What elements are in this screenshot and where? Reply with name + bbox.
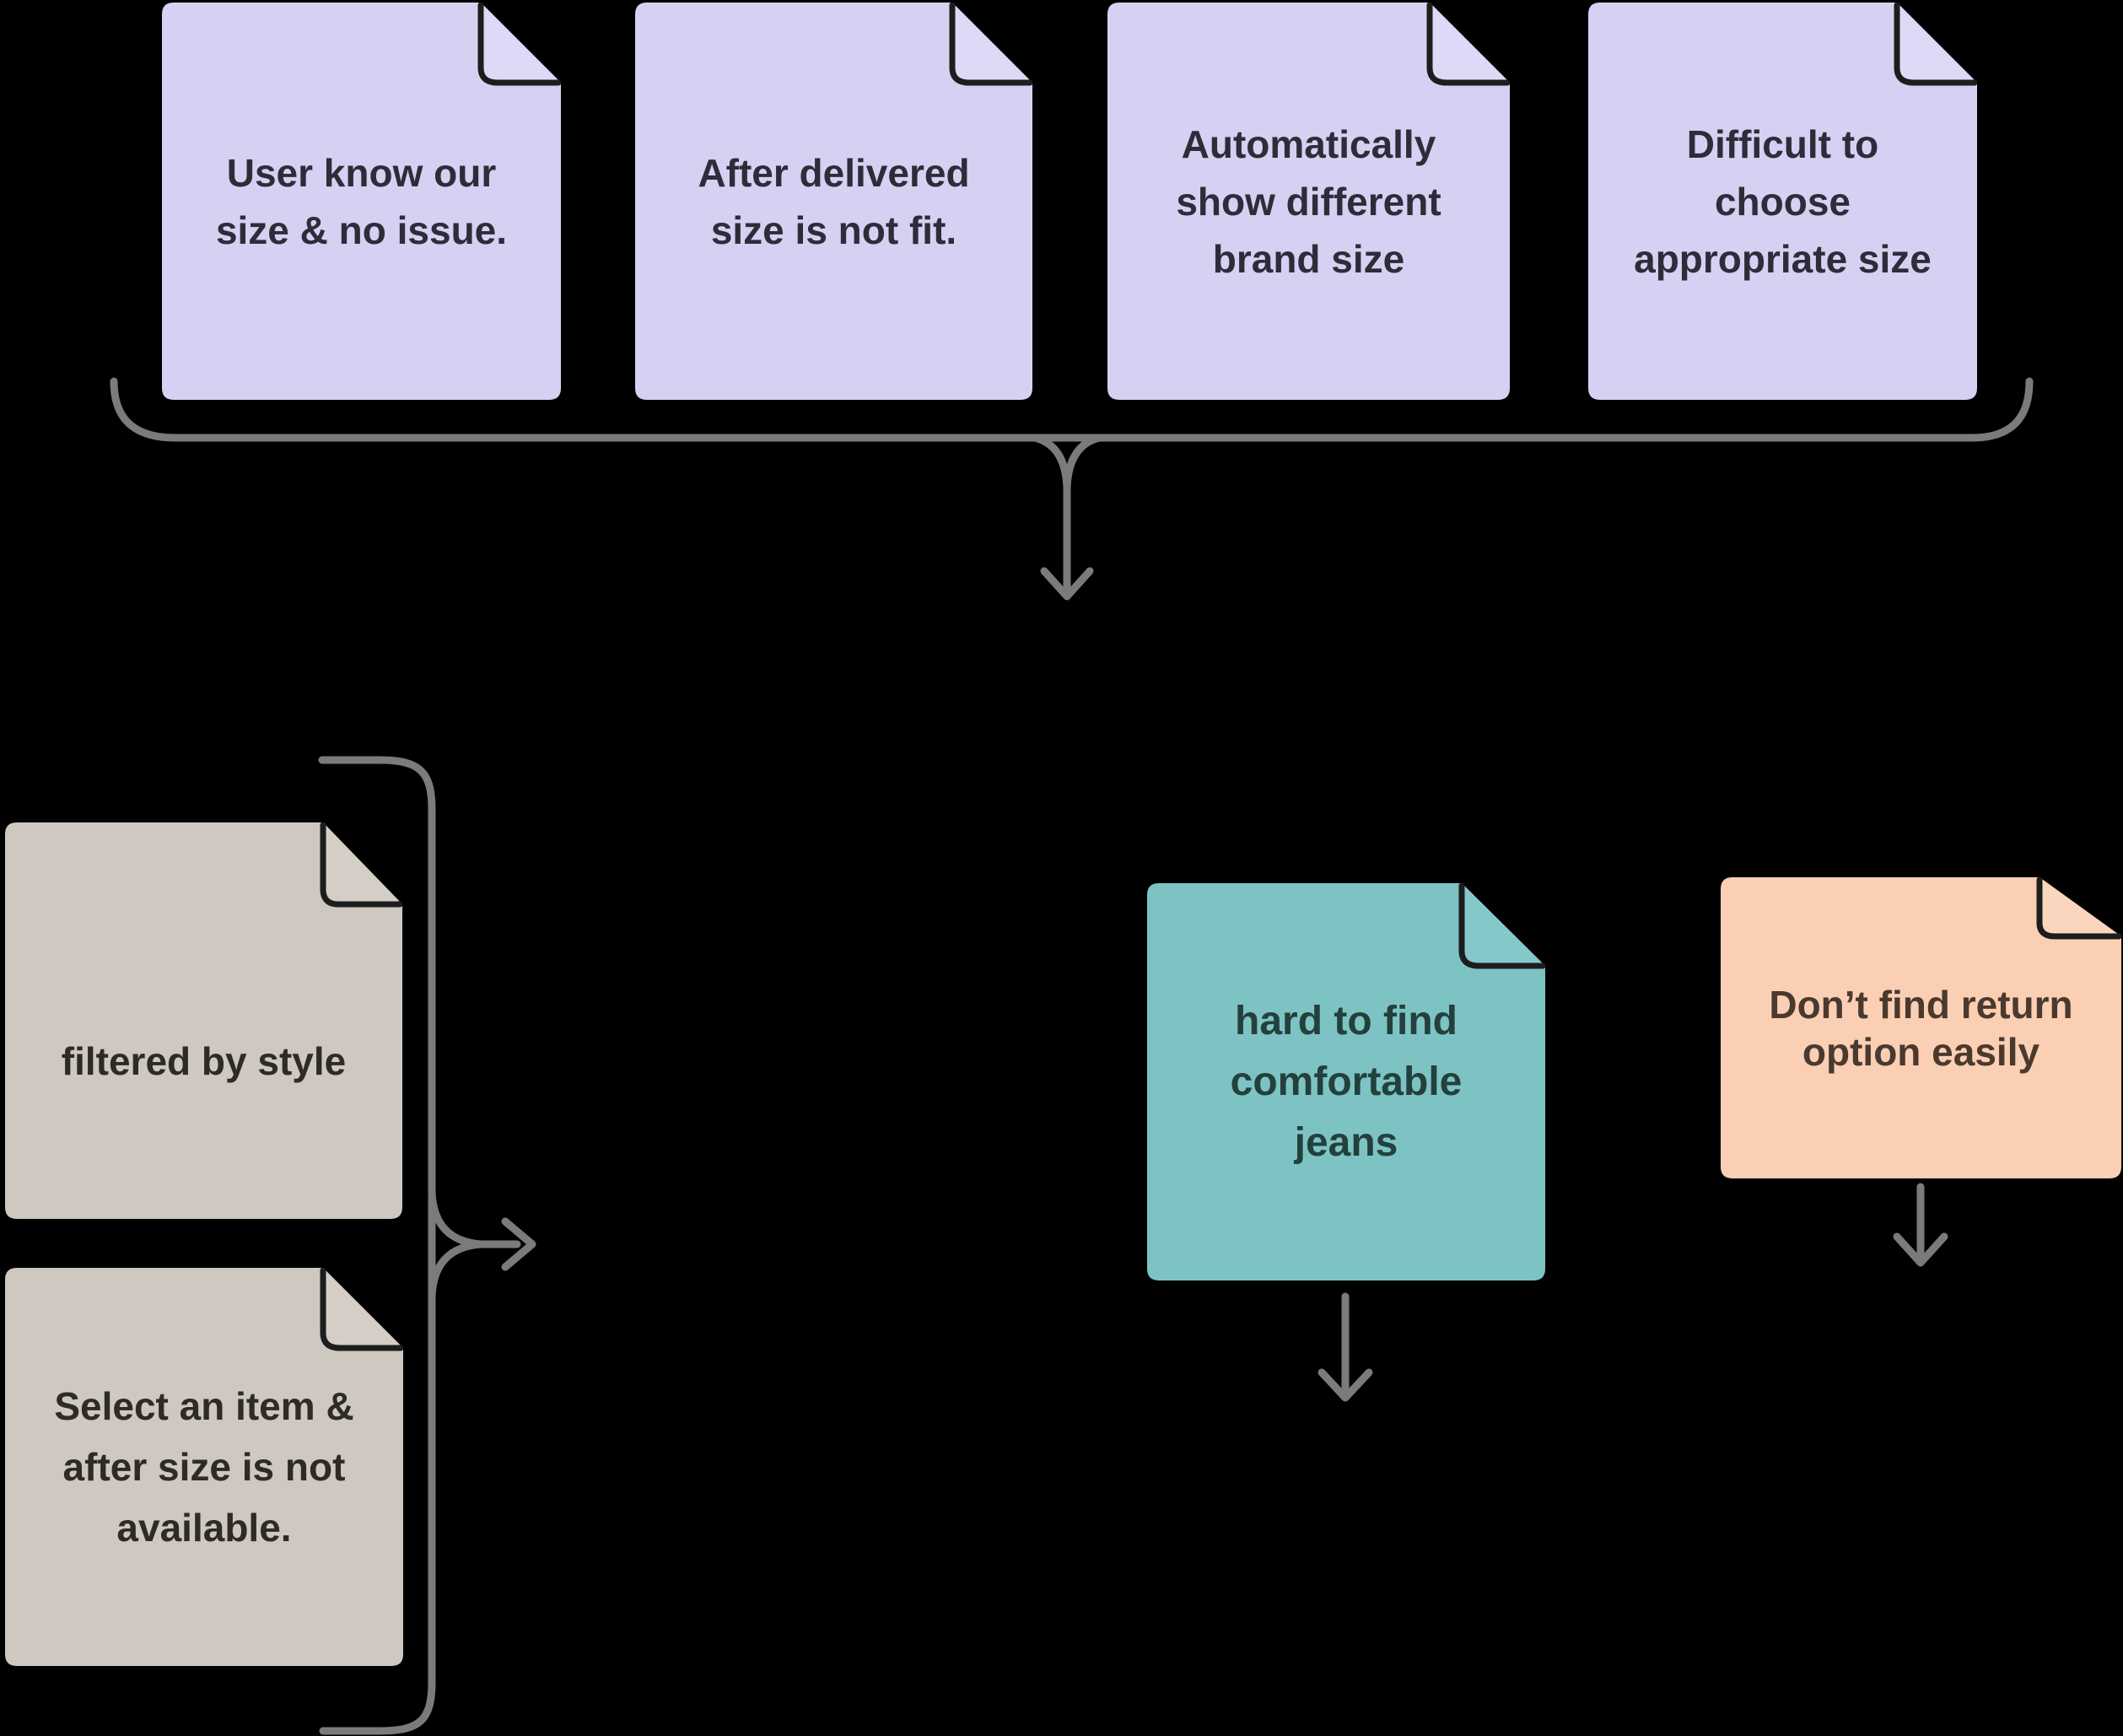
note-shape [1147, 883, 1545, 1280]
note-body [635, 3, 1032, 400]
folded-corner-edge [320, 822, 402, 908]
folded-corner-icon [1462, 883, 1545, 966]
note-text: filtered by style [61, 1039, 347, 1083]
folded-corner-icon [1897, 3, 1977, 83]
note-body [1147, 883, 1545, 1280]
folded-corner-edge [949, 3, 1032, 86]
sticky-note-auto-show-brand-size[interactable]: Automatically show different brand size [1107, 3, 1510, 400]
folded-corner-edge [477, 3, 561, 86]
folded-corner-icon [323, 822, 402, 904]
sticky-note-dont-find-return-option[interactable]: Don’t find return option easily [1721, 877, 2121, 1178]
note-shape [5, 1268, 403, 1666]
sticky-note-select-item-size-unavailable[interactable]: Select an item & after size is not avail… [5, 1268, 403, 1666]
note-body [5, 1268, 403, 1666]
note-text: Don’t find return option easily [1769, 982, 2073, 1074]
folded-corner-edge [2036, 877, 2121, 940]
note-text: Difficult to choose appropriate size [1634, 121, 1932, 281]
top-bracket-connector [110, 377, 2034, 601]
top-bracket-merge-right [1063, 434, 1103, 492]
folded-corner-edge [320, 1268, 403, 1351]
note-body [1588, 3, 1977, 400]
folded-corner-edge [1894, 3, 1977, 86]
note-body [162, 3, 561, 400]
top-bracket-merge-left [1031, 434, 1071, 593]
note-text: After delivered size is not fit. [698, 150, 970, 252]
sticky-note-hard-find-comfortable-jeans[interactable]: hard to find comfortable jeans [1147, 883, 1545, 1280]
folded-corner-edge [1458, 883, 1545, 969]
note-text: User know our size & no issue. [215, 150, 508, 252]
note-text: Select an item & after size is not avail… [54, 1384, 354, 1550]
note-shape [1107, 3, 1510, 400]
note-shape [1588, 3, 1977, 400]
folded-corner-icon [2039, 877, 2121, 936]
note-body [1721, 877, 2121, 1178]
sticky-note-user-know-size[interactable]: User know our size & no issue. [162, 3, 561, 400]
left-bracket-branch-bottom [428, 1240, 485, 1300]
note-text: Automatically show different brand size [1176, 121, 1441, 281]
note-shape [5, 822, 402, 1219]
note-body [5, 822, 402, 1219]
note-body [1107, 3, 1510, 400]
down-arrowhead-icon [1040, 567, 1094, 601]
folded-corner-icon [481, 3, 561, 83]
down-arrowhead-icon [1893, 1232, 1948, 1267]
sticky-note-filtered-by-style[interactable]: filtered by style [5, 822, 402, 1219]
down-arrowhead-icon [1317, 1368, 1373, 1402]
left-bracket-branch-top [428, 1189, 521, 1248]
note-text: hard to find comfortable jeans [1230, 998, 1463, 1165]
note-shape [162, 3, 561, 400]
folded-corner-icon [1430, 3, 1510, 83]
folded-corner-icon [952, 3, 1032, 83]
folded-corner-icon [323, 1268, 403, 1348]
sticky-note-delivered-size-not-fit[interactable]: After delivered size is not fit. [635, 3, 1032, 400]
right-arrowhead-icon [501, 1217, 536, 1271]
peach-note-down-arrow [1893, 1183, 1948, 1267]
note-shape [1721, 877, 2121, 1178]
sticky-note-difficult-choose-size[interactable]: Difficult to choose appropriate size [1588, 3, 1977, 400]
note-shape [635, 3, 1032, 400]
folded-corner-edge [1426, 3, 1510, 86]
teal-note-down-arrow [1317, 1292, 1373, 1402]
